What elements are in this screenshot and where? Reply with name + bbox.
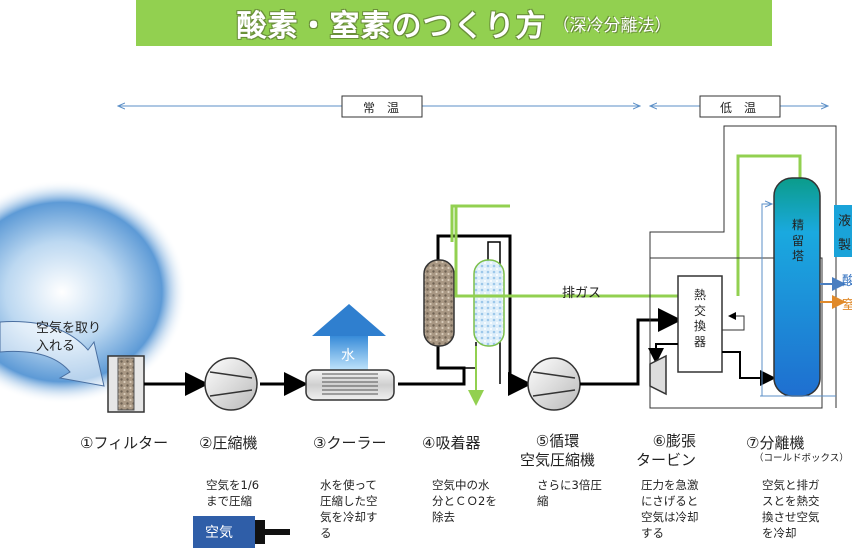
step-5-name: ⑤循環 空気圧縮機	[520, 432, 596, 469]
step-6-desc: 圧力を急激 にさげると 空気は冷却 する	[641, 478, 699, 540]
step-2-desc: 空気を1/6 まで圧縮	[206, 478, 260, 508]
step-3-desc: 水を使って 圧縮した空 気を冷却す る	[320, 478, 378, 540]
normal-temp-label: 常 温	[363, 101, 400, 115]
step-1-name: ①フィルター	[80, 434, 169, 452]
heat-exchanger-label: 熱 交 換 器	[694, 288, 707, 349]
filter-media	[117, 357, 135, 411]
step-4-desc: 空気中の水 分とＣＯ2を 除去	[432, 478, 497, 524]
title: 酸素・窒素のつくり方	[236, 9, 547, 44]
step-2-name: ②圧縮機	[199, 434, 258, 452]
step-7-note: （コールドボックス）	[754, 453, 849, 464]
step-6-name: ⑥膨張 タービン	[636, 432, 697, 469]
step-7-desc: 空気と排ガ スとを熱交 換させ空気 を冷却	[762, 478, 820, 540]
step-3-name: ③クーラー	[313, 434, 387, 452]
subtitle: （深冷分離法）	[552, 15, 672, 36]
intake-label: 空気を取り 入れる	[36, 321, 102, 354]
air-tag-label: 空気	[205, 525, 233, 541]
intake-arrow	[0, 321, 105, 387]
liquid-tank	[834, 205, 852, 257]
exhaust-label: 排ガス	[562, 286, 602, 301]
recirculating-compressor	[527, 357, 581, 411]
column-label: 精 留 塔	[792, 218, 805, 263]
expansion-turbine	[649, 354, 667, 396]
compressor	[204, 357, 258, 411]
step-5-desc: さらに3倍圧 縮	[537, 478, 602, 508]
adsorber-2	[473, 259, 505, 347]
low-temp-label: 低 温	[720, 101, 757, 115]
step-7-name: ⑦分離機	[746, 434, 805, 452]
water-arrow	[330, 334, 368, 370]
low-temp-box	[699, 95, 781, 118]
water-arrow-head	[312, 304, 386, 336]
oxygen-label: 酸	[842, 274, 852, 289]
water-label: 水	[341, 348, 355, 364]
liquid-label-1: 液	[838, 214, 852, 229]
normal-temp-box	[341, 95, 423, 118]
air-cylinder	[193, 516, 255, 548]
distillation-column	[773, 177, 821, 397]
heat-exchanger	[677, 275, 723, 373]
liquid-label-2: 製	[838, 238, 852, 253]
adsorber-1	[423, 259, 455, 347]
title-banner: 酸素・窒素のつくり方 （深冷分離法）	[136, 0, 772, 46]
step-4-name: ④吸着器	[422, 434, 481, 452]
nitrogen-label: 窒	[842, 298, 852, 313]
